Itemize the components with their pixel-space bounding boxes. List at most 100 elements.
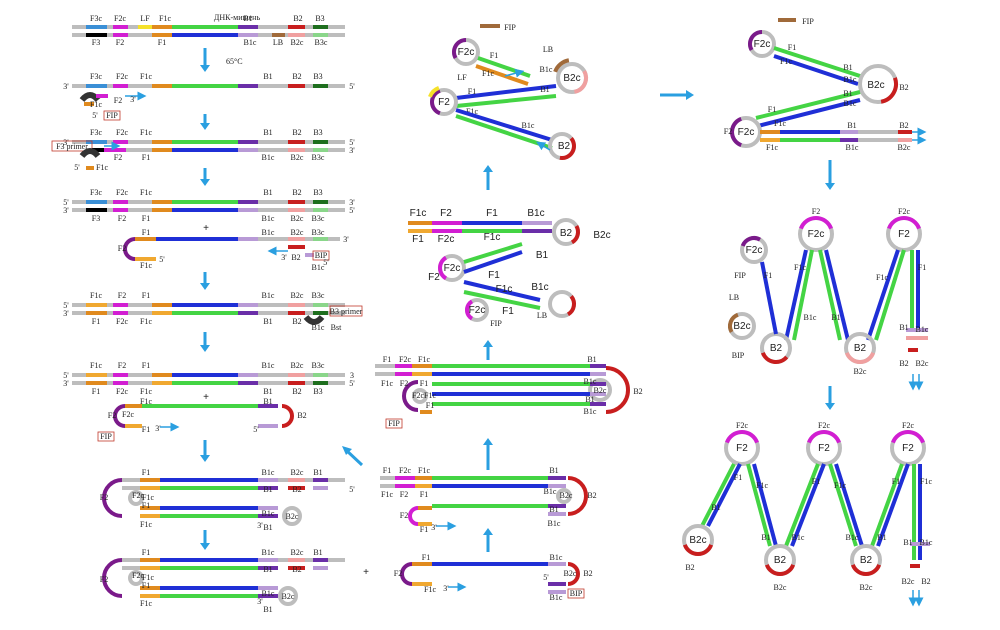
c2-u-F1c-diag: F1 [488,270,500,281]
c2-m3-F1c-inner: F1c [424,391,436,400]
r2-F3c: F3c [90,128,102,137]
r6-B1c: B1c [262,468,275,477]
c3-m-BIP: BIP [732,351,745,360]
c2-m3-B1c-inner: B1c [584,407,597,416]
c3-b-p2-green [784,463,820,547]
c3-t-B1-s1: B1 [847,121,856,130]
r5-B1: B1 [263,387,272,396]
r5-fip-label: FIP [100,432,112,441]
c3-b-F1-c: F1 [892,477,900,486]
r1-F1c: F1c [140,72,152,81]
r3-loop-5p: 5' [159,255,165,264]
r5-F2: F2 [118,361,126,370]
flow-arrow-diagonal [344,448,364,467]
c2-m3-F1-inner: F1 [426,401,434,410]
c3-m-p2-green [818,249,842,341]
c2-t-ring-LB [553,58,570,73]
r5-db-F2c-label: F2c [122,410,134,419]
c3-t-F2c: F2c [754,39,771,50]
r4-F1c: F1c [90,291,102,300]
r3-loop-F2-label: F2 [118,244,126,253]
c2-m2-ring [556,488,572,504]
c3-b-B1-a: B1 [711,503,720,512]
c2-u-LB: LB [537,311,547,320]
bst-polymerase-3 [303,314,325,325]
c3-b-B2c-b: B2c [774,583,787,592]
c2-u-F1b: F1 [412,234,424,245]
c3-m-FIP: FIP [734,271,746,280]
c2-u-B1c-diag: B1c [531,282,548,293]
r6-F1b: F1 [142,501,150,510]
c3-b-p4-green [870,463,904,547]
r1-fip-label: FIP [106,111,118,120]
r3-bip-3p: 3' [281,253,287,262]
c2-m2-F1-b: F1 [420,490,428,499]
c3-t-diag-blue2 [757,98,861,128]
c3-m-LB: LB [729,293,739,302]
c2-u-F1c-b: F1c [484,232,501,243]
c3-t-diag-green2 [755,90,861,120]
c3-t-F2c2: F2c [738,127,755,138]
r3-F1: F1 [142,214,150,223]
c2-m3-B1-inner: B1 [585,395,594,404]
c2-m2-F1-label: F1 [383,466,391,475]
c3-b-B2-d: B2 [921,577,930,586]
c2-b-F1-label: F1 [422,553,430,562]
c2-t-diag-F1 [475,64,529,86]
r7-B2c-b: B2c [282,592,295,601]
r5-B2: B2 [292,387,301,396]
r3-B2c: B2c [291,214,304,223]
r3-F2c: F2c [116,188,128,197]
c2-m3-loop-left [402,380,419,412]
c2-u-B1c: B1c [527,208,544,219]
c3-m-B1-a: B1 [831,313,840,322]
flow-arrow-3-head [200,179,210,186]
c3-b-t2-inner: F2 [902,443,914,454]
c3-m-t1-inner: F2c [808,229,825,240]
r5-db-F1-label: F1 [142,425,150,434]
c3-t-B1c-s2: B1c [846,143,859,152]
r5-B3: B3 [313,387,322,396]
r7-B1c: B1c [262,548,275,557]
c2-m2-F2-b: F2 [400,511,408,520]
c2-u-B2c-label: B2c [593,230,610,241]
c3-b-p1-blue [752,463,778,547]
r3-F3: F3 [92,214,100,223]
r2-F1c: F1c [140,128,152,137]
c3-m-F1c-b: F1c [876,273,888,282]
c2-t-ring-LF [428,86,440,98]
r5-db-F1c-label: F1c [140,397,152,406]
c3-m-p3-blue [866,249,900,341]
r6-3p: 3' [257,521,263,530]
r6-outer-loop [102,478,123,518]
r3-loop-3p: 3' [343,235,349,244]
c3-t-diag-green [773,46,861,78]
r6-5p: 5' [349,485,355,494]
c2-t-diag-blue2 [455,108,553,142]
r1-fip-5prime: 5' [92,111,98,120]
r1-3prime: 3' [63,82,69,91]
c2-m3-F1-label: F1 [383,355,391,364]
region-label-B3: B3 [315,14,324,23]
c2-m3-loop-right [605,366,630,414]
r6-B1c: B1 [263,523,272,532]
c3-b-p3-blue [834,463,864,547]
r2-B1: B1 [263,128,272,137]
fip-box-2 [97,431,115,442]
c3-m-F2c: F2c [746,245,763,256]
r4-F2c: F2c [116,317,128,326]
c3-b-B1-c: B1 [877,533,886,542]
c3-b-F1c-a: F1c [756,481,768,490]
flow-arrow-6-head [200,455,210,462]
r3-B1c: B1c [262,214,275,223]
r5-3a: 3 [350,371,354,380]
c3-b-B2c-a: B2c [689,535,706,546]
c2-m2-F2-label: F2 [400,490,408,499]
r4-B2: B2 [292,317,301,326]
r7-B1-c: B1 [263,605,272,614]
flow-arrow-2-head [200,123,210,130]
c2-t-fip-label: FIP [504,23,516,32]
flow-arrow-7-head [200,543,210,550]
c3-t-B1cb: B1c [844,99,857,108]
c3-b-t1-inner: F2 [818,443,830,454]
